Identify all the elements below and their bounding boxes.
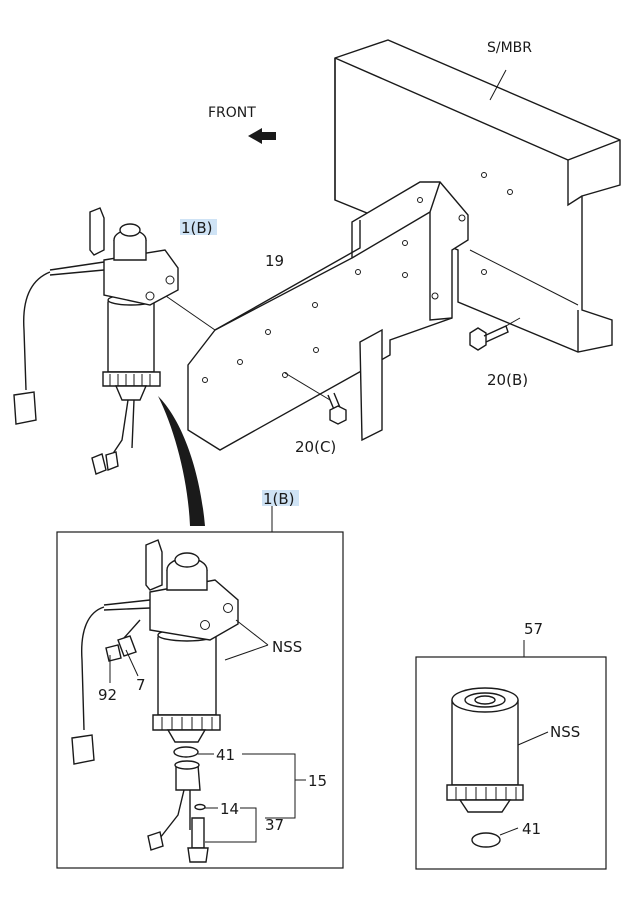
label-part-37: 37 (265, 816, 284, 834)
label-filter-assy-detail: 1(B) (263, 490, 295, 508)
callout-highlight-detail (262, 490, 299, 506)
label-element-57: 57 (524, 620, 543, 638)
label-part-14: 14 (220, 800, 239, 818)
bolt-20b (469, 317, 521, 351)
label-frame-member: S/MBR (487, 40, 532, 56)
label-nss-detail: NSS (272, 638, 302, 656)
filter-assembly-detail (71, 539, 239, 863)
label-part-7: 7 (136, 676, 146, 694)
label-oring-41-element: 41 (522, 820, 541, 838)
label-bolt-20c: 20(C) (295, 438, 336, 456)
label-nss-element: NSS (550, 723, 580, 741)
label-oring-41: 41 (216, 746, 235, 764)
front-arrow-icon (248, 128, 276, 144)
detail-box-element (415, 656, 607, 870)
bracket-19 (187, 181, 469, 451)
detail-box-filter (56, 531, 344, 869)
label-sensor-92: 92 (98, 686, 117, 704)
label-part-15: 15 (308, 772, 327, 790)
label-bracket-19: 19 (265, 252, 284, 270)
filter-assembly-top (13, 207, 216, 475)
label-front: FRONT (208, 105, 256, 121)
filter-element-57 (446, 687, 549, 848)
label-bolt-20b: 20(B) (487, 371, 528, 389)
detail-leaders (109, 619, 306, 843)
bolt-20c (327, 392, 347, 425)
callout-highlight-top (180, 219, 217, 235)
detail-pointer (158, 396, 205, 526)
label-filter-assy-top: 1(B) (181, 219, 213, 237)
frame-member (334, 39, 621, 353)
